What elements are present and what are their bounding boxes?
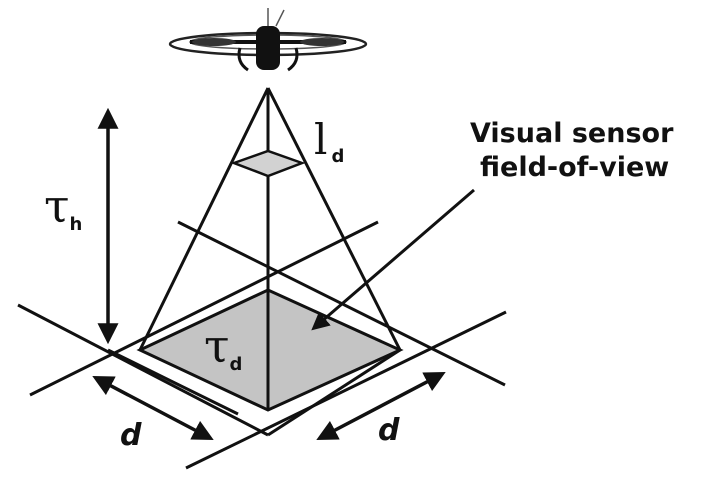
drone-prop-left [192,38,236,46]
d-label-left: d [120,418,142,453]
tau-d-label: τd [204,319,242,375]
tau-h-label: τh [44,179,82,235]
tau-d-subscript: d [229,354,242,375]
drone-antenna-2 [275,9,285,27]
tau-h-subscript: h [69,214,82,235]
drone-leg-right [287,47,299,72]
d-label-right: d [378,413,400,448]
drone-icon [168,8,368,72]
sensor-label-line2: field-of-view [480,152,669,183]
pyramid-edge-right [266,87,402,351]
l-d-subscript: d [331,146,344,167]
d-arrow-right [316,372,446,440]
image-plane-square [230,149,306,178]
grid-line-center-cross [29,220,379,397]
ground-footprint-square [136,288,404,412]
drone-leg-left [237,47,249,72]
d-arrow-left [92,376,214,440]
drone-body [256,26,280,70]
sensor-pointer-arrow [311,188,475,331]
grid-line-left-back [17,303,269,437]
drone-prop-right [300,38,344,46]
sensor-label-line1: Visual sensor [470,118,674,149]
pyramid-edge-left [138,87,270,351]
fov-pyramid [138,87,402,410]
